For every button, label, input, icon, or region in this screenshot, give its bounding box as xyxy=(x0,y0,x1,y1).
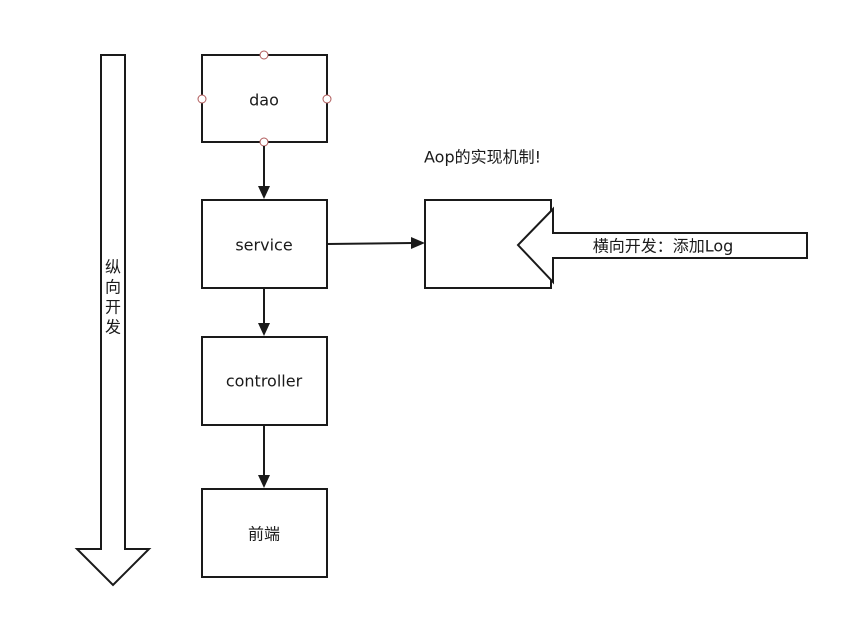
dao-node[interactable]: dao xyxy=(197,50,332,147)
vertical-development-arrow: 纵 向 开 发 xyxy=(74,54,152,587)
horizontal-arrow-shape xyxy=(516,206,808,285)
service-node[interactable]: service xyxy=(201,199,328,289)
connector-service-controller xyxy=(258,288,270,336)
vertical-dev-char-3: 开 xyxy=(105,298,121,317)
dao-label: dao xyxy=(249,91,279,110)
connector-controller-frontend xyxy=(258,425,270,488)
frontend-label: 前端 xyxy=(248,525,280,544)
frontend-node[interactable]: 前端 xyxy=(201,488,328,578)
controller-box[interactable] xyxy=(201,336,328,426)
controller-node[interactable]: controller xyxy=(201,336,328,426)
dao-handle-bottom[interactable] xyxy=(259,137,269,147)
vertical-dev-char-4: 发 xyxy=(105,318,121,337)
vertical-arrow-shape xyxy=(74,54,152,587)
frontend-box[interactable] xyxy=(201,488,328,578)
vertical-dev-char-2: 向 xyxy=(105,278,121,297)
horizontal-dev-label: 横向开发：添加Log xyxy=(593,237,734,256)
connector-dao-service xyxy=(258,146,270,199)
horizontal-development-arrow: 横向开发：添加Log xyxy=(516,206,808,285)
aop-title: Aop的实现机制! xyxy=(424,148,541,167)
service-label: service xyxy=(235,236,292,255)
dao-handle-top[interactable] xyxy=(259,50,269,60)
connector-service-aop xyxy=(326,237,425,249)
vertical-dev-char-1: 纵 xyxy=(105,258,121,277)
dao-handle-right[interactable] xyxy=(322,94,332,104)
controller-label: controller xyxy=(226,372,303,391)
dao-handle-left[interactable] xyxy=(197,94,207,104)
